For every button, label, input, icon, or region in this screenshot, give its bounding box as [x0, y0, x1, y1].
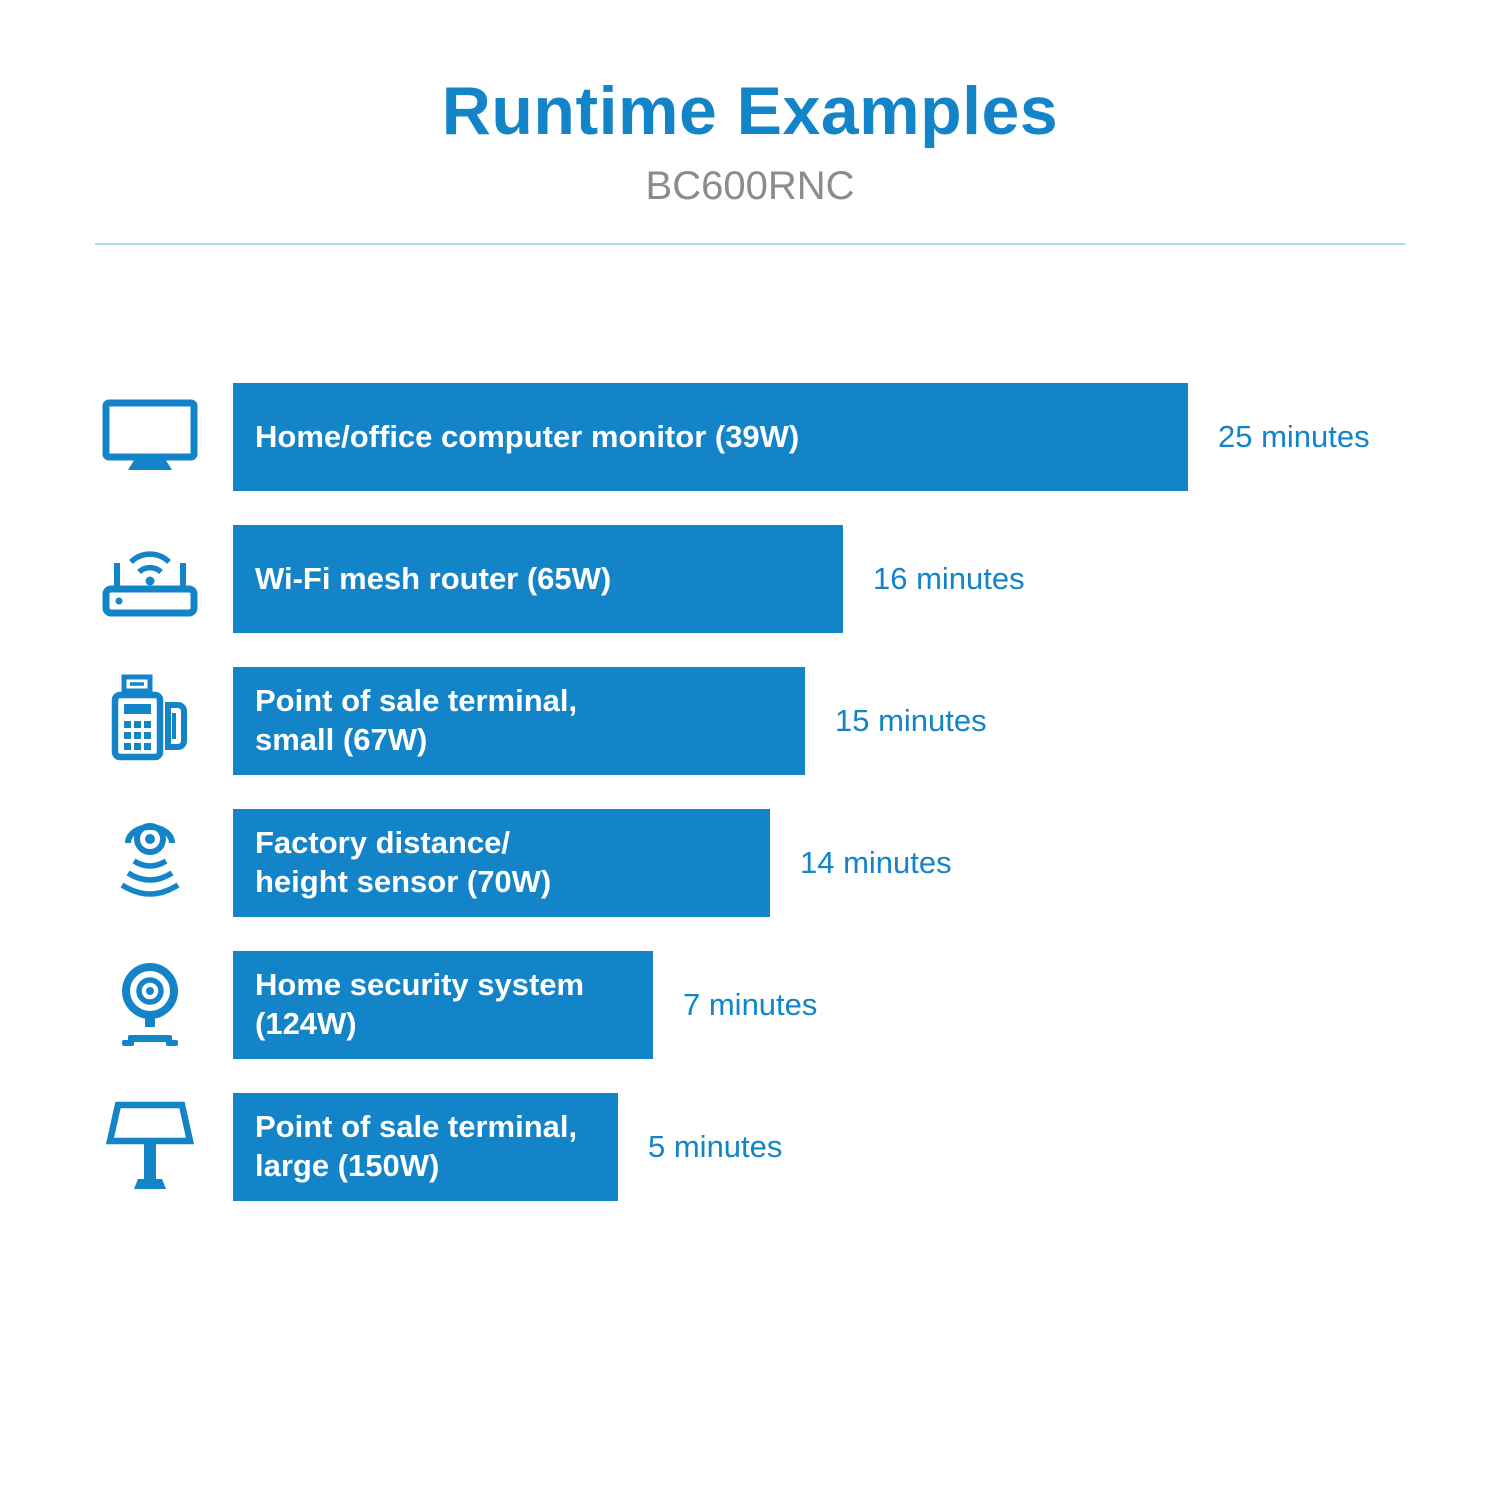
- runtime-value: 15 minutes: [835, 703, 987, 738]
- wifi-router-icon: [95, 525, 205, 633]
- runtime-value: 7 minutes: [683, 987, 818, 1022]
- pos-terminal-large-icon: [95, 1093, 205, 1201]
- divider: [95, 243, 1405, 245]
- pos-terminal-small-icon: [95, 667, 205, 775]
- bar-label: Point of sale terminal, large (150W): [255, 1109, 578, 1183]
- bar: Point of sale terminal, small (67W): [233, 667, 805, 775]
- page-subtitle: BC600RNC: [645, 164, 855, 208]
- chart-row: Point of sale terminal, small (67W) 15 m…: [95, 667, 1500, 775]
- bar: Factory distance/ height sensor (70W): [233, 809, 770, 917]
- bar: Home security system (124W): [233, 951, 653, 1059]
- chart-row: Wi-Fi mesh router (65W) 16 minutes: [95, 525, 1500, 633]
- bar-label: Point of sale terminal, small (67W): [255, 683, 578, 757]
- distance-sensor-icon: [95, 809, 205, 917]
- bar: Point of sale terminal, large (150W): [233, 1093, 618, 1201]
- header: Runtime Examples BC600RNC: [0, 0, 1500, 245]
- bar-label: Factory distance/ height sensor (70W): [255, 825, 552, 899]
- security-camera-icon: [95, 951, 205, 1059]
- runtime-value: 5 minutes: [648, 1129, 783, 1164]
- chart-row: Factory distance/ height sensor (70W) 14…: [95, 809, 1500, 917]
- bar-label: Home security system (124W): [255, 967, 585, 1041]
- bar-label: Home/office computer monitor (39W): [255, 418, 800, 454]
- chart-row: Point of sale terminal, large (150W) 5 m…: [95, 1093, 1500, 1201]
- bar: Home/office computer monitor (39W): [233, 383, 1188, 491]
- runtime-value: 16 minutes: [873, 561, 1025, 596]
- runtime-value: 14 minutes: [800, 845, 952, 880]
- page-title: Runtime Examples: [441, 73, 1059, 149]
- runtime-value: 25 minutes: [1218, 419, 1370, 454]
- chart-row: Home security system (124W) 7 minutes: [95, 951, 1500, 1059]
- computer-monitor-icon: [95, 383, 205, 491]
- chart-row: Home/office computer monitor (39W) 25 mi…: [95, 383, 1500, 491]
- bar: Wi-Fi mesh router (65W): [233, 525, 843, 633]
- bar-label: Wi-Fi mesh router (65W): [255, 560, 612, 596]
- runtime-bar-chart: Home/office computer monitor (39W) 25 mi…: [0, 383, 1500, 1201]
